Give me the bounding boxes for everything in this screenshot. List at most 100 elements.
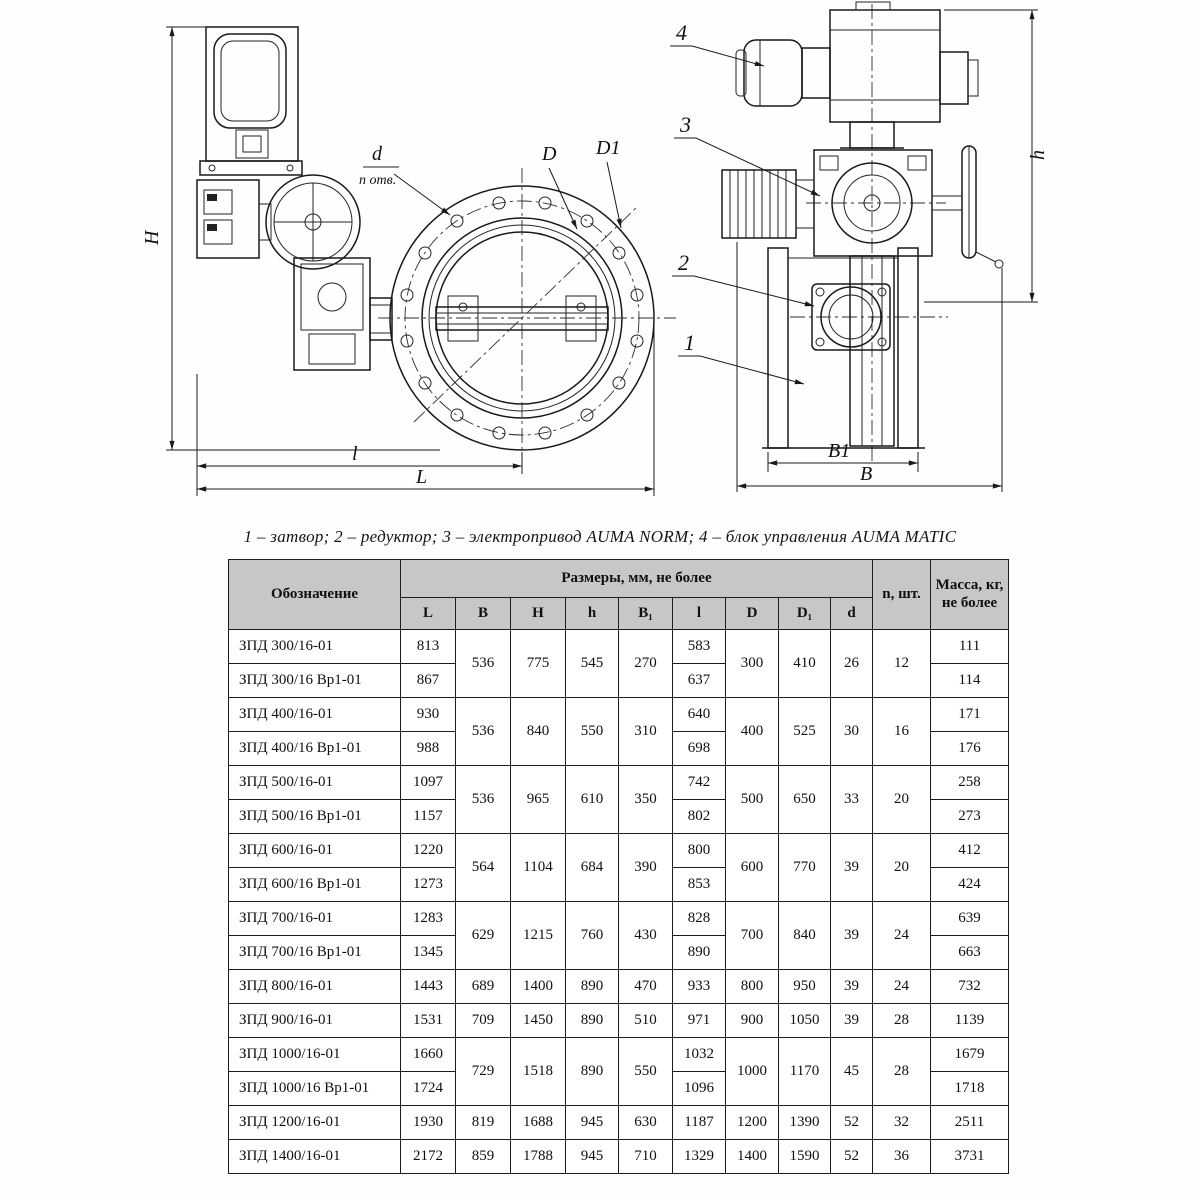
- cell-value: 28: [872, 1037, 932, 1106]
- col-header-dim: D₁: [778, 597, 831, 630]
- cell-value: 500: [725, 765, 779, 834]
- dim-label-h: h: [1027, 150, 1049, 160]
- cell-value: 1283: [400, 901, 456, 936]
- cell-value: 1450: [510, 1003, 566, 1038]
- cell-value: 742: [672, 765, 726, 800]
- handwheel-front: [265, 174, 361, 270]
- cell-value: 470: [618, 969, 673, 1004]
- bolt-holes: [400, 196, 644, 440]
- callout-1: 1: [684, 330, 695, 355]
- gearbox-housing: [196, 179, 272, 259]
- cell-value: 20: [872, 765, 932, 834]
- col-header-dim: H: [510, 597, 566, 630]
- cell-value: 945: [565, 1105, 619, 1140]
- col-header-dim: L: [400, 597, 456, 630]
- cell-value: 1050: [778, 1003, 831, 1038]
- cell-value: 1679: [930, 1037, 1010, 1072]
- cell-value: 1097: [400, 765, 456, 800]
- cell-value: 650: [778, 765, 831, 834]
- col-header-n: n, шт.: [872, 559, 932, 630]
- cell-value: 828: [672, 901, 726, 936]
- cell-value: 1215: [510, 901, 566, 970]
- cell-value: 430: [618, 901, 673, 970]
- cell-value: 698: [672, 731, 726, 766]
- cell-value: 1187: [672, 1105, 726, 1140]
- cell-value: 945: [565, 1139, 619, 1174]
- cell-value: 39: [829, 1003, 874, 1038]
- cell-value: 1788: [510, 1139, 566, 1174]
- cell-value: 536: [455, 629, 511, 698]
- dimension-H: H: [141, 26, 440, 451]
- centerlines-side: [790, 4, 948, 462]
- cell-value: 819: [455, 1105, 511, 1140]
- cell-value: 114: [930, 663, 1010, 698]
- cell-designation: ЗПД 1200/16-01: [228, 1105, 401, 1140]
- col-header-dim: B₁: [618, 597, 673, 630]
- cell-value: 1000: [725, 1037, 779, 1106]
- cell-value: 933: [672, 969, 726, 1004]
- dim-label-H: H: [141, 229, 163, 246]
- cell-value: 2172: [400, 1139, 456, 1174]
- col-header-dim: l: [672, 597, 726, 630]
- cell-value: 39: [829, 901, 874, 970]
- cell-designation: ЗПД 500/16-01: [228, 765, 401, 800]
- cell-designation: ЗПД 600/16 Вр1-01: [228, 867, 401, 902]
- cell-designation: ЗПД 800/16-01: [228, 969, 401, 1004]
- valve-body-side: [762, 247, 925, 449]
- callout-3: 3: [679, 112, 691, 137]
- cell-value: 2511: [930, 1105, 1010, 1140]
- cell-value: 760: [565, 901, 619, 970]
- cell-value: 890: [672, 935, 726, 970]
- cell-value: 410: [778, 629, 831, 698]
- cell-value: 689: [455, 969, 511, 1004]
- cell-value: 564: [455, 833, 511, 902]
- col-header-dim: d: [829, 597, 874, 630]
- drawing-caption: 1 – затвор; 2 – редуктор; 3 – электропри…: [243, 527, 957, 546]
- cell-designation: ЗПД 400/16-01: [228, 697, 401, 732]
- col-header-dim: B: [455, 597, 511, 630]
- cell-value: 545: [565, 629, 619, 698]
- cell-value: 700: [725, 901, 779, 970]
- cell-value: 33: [829, 765, 874, 834]
- cell-value: 600: [725, 833, 779, 902]
- cell-value: 684: [565, 833, 619, 902]
- cell-value: 1329: [672, 1139, 726, 1174]
- cell-value: 729: [455, 1037, 511, 1106]
- cell-designation: ЗПД 300/16-01: [228, 629, 401, 664]
- cell-value: 26: [829, 629, 874, 698]
- cell-value: 424: [930, 867, 1010, 902]
- cell-designation: ЗПД 300/16 Вр1-01: [228, 663, 401, 698]
- cell-value: 1443: [400, 969, 456, 1004]
- centerlines-front: [378, 168, 676, 472]
- cell-designation: ЗПД 1000/16 Вр1-01: [228, 1071, 401, 1106]
- cell-value: 813: [400, 629, 456, 664]
- label-D1: D1: [595, 137, 622, 229]
- cell-value: 840: [510, 697, 566, 766]
- dimension-B: B: [736, 242, 1003, 492]
- valve-drawing-svg: H d п отв. D D1: [141, 1, 1049, 496]
- cell-value: 390: [618, 833, 673, 902]
- cell-value: 310: [618, 697, 673, 766]
- cell-value: 1032: [672, 1037, 726, 1072]
- cell-value: 988: [400, 731, 456, 766]
- cell-value: 965: [510, 765, 566, 834]
- dim-label-L: L: [415, 466, 427, 488]
- cell-value: 12: [872, 629, 932, 698]
- cell-value: 16: [872, 697, 932, 766]
- cell-value: 30: [829, 697, 874, 766]
- dim-label-d: d: [372, 143, 383, 165]
- cell-value: 32: [872, 1105, 932, 1140]
- cell-value: 400: [725, 697, 779, 766]
- cell-designation: ЗПД 700/16 Вр1-01: [228, 935, 401, 970]
- cell-designation: ЗПД 700/16-01: [228, 901, 401, 936]
- cell-value: 3731: [930, 1139, 1010, 1174]
- cell-value: 802: [672, 799, 726, 834]
- cell-value: 971: [672, 1003, 726, 1038]
